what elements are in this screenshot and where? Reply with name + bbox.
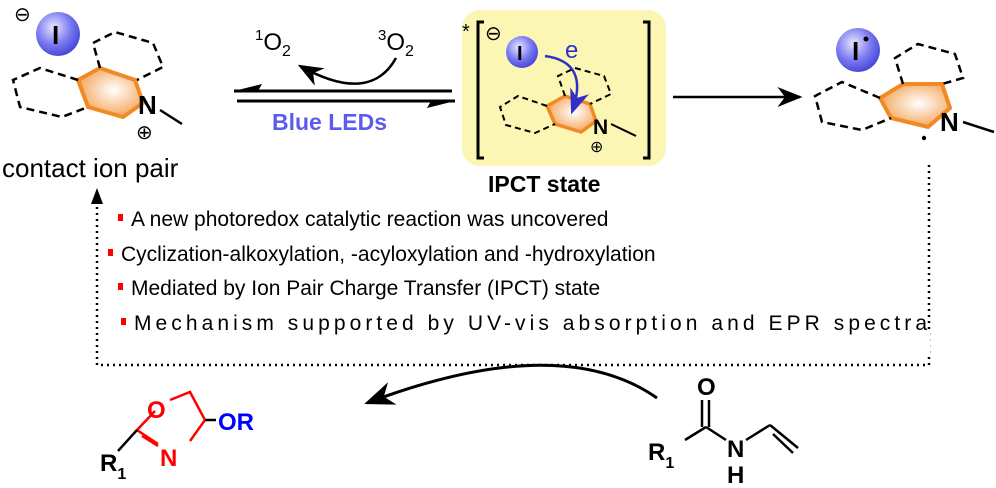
ipct-cation-charge: ⊕ [590, 139, 603, 156]
iodine-radical-sphere-icon [836, 28, 880, 72]
fused-ring-dashed [11, 66, 89, 119]
bullet-marker [118, 283, 123, 290]
amide-nitrogen: N [727, 436, 744, 463]
contact-ion-pair: I ⊖ N ⊕ contact ion pair [2, 4, 183, 183]
nitrogen-label: N [138, 90, 157, 120]
triplet-oxygen: 3O2 [378, 27, 414, 60]
cation-charge: ⊕ [136, 122, 153, 144]
singlet-oxygen: 1O2 [255, 27, 291, 60]
ipct-nitrogen-label: N [593, 116, 608, 139]
methyl-bond [159, 108, 183, 126]
cycle-arrowhead [91, 188, 103, 204]
bullet-marker [118, 214, 123, 221]
ipct-state-caption: IPCT state [488, 171, 600, 197]
ring-nitrogen: N [160, 445, 177, 472]
pyridinium-ring [75, 65, 146, 120]
radical-nitrogen-label: N [940, 107, 959, 137]
bullet-item: A new photoredox catalytic reaction was … [131, 208, 608, 231]
iodine-radical-label: I [852, 36, 859, 66]
or-group: OR [218, 409, 254, 436]
contact-ion-pair-caption: contact ion pair [2, 153, 179, 183]
blue-leds-label: Blue LEDs [272, 109, 387, 135]
anion-charge: ⊖ [14, 4, 31, 26]
carbonyl-oxygen: O [697, 374, 716, 401]
enamide-substrate: O N H R1 [648, 374, 799, 488]
oxygen-curved-arrow [297, 57, 398, 86]
electron-label: e [565, 37, 578, 64]
iodide-sphere-icon [36, 12, 80, 56]
ring-oxygen: O [147, 397, 166, 424]
iodide-sphere-icon [506, 36, 538, 68]
ipct-iodide-label: I [517, 43, 523, 65]
ipct-anion-charge: ⊖ [485, 23, 502, 45]
ipct-state: * I ⊖ N ⊕ e IPCT state [462, 10, 666, 197]
radical-species: I N [813, 28, 995, 141]
electron-transfer-arrow [544, 54, 590, 115]
bullet-item: Mediated by Ion Pair Charge Transfer (IP… [131, 277, 600, 300]
substrate-r1: R1 [648, 439, 674, 472]
excited-star: * [462, 21, 470, 43]
iodide-label: I [52, 20, 59, 50]
product-arrow [364, 363, 658, 405]
right-bracket [643, 20, 651, 160]
fused-ring-dashed [91, 30, 165, 82]
equilibrium-arrows: 1O2 3O2 Blue LEDs [234, 27, 455, 135]
left-bracket [476, 20, 484, 160]
amide-hydrogen: H [727, 462, 744, 488]
highlights-list: A new photoredox catalytic reaction was … [104, 208, 930, 354]
bullet-marker [121, 318, 126, 325]
product-r1: R1 [100, 450, 126, 483]
radical-dot [863, 36, 869, 42]
oxazoline-product: O N OR R1 [100, 390, 254, 483]
bullet-item: Cyclization-alkoxylation, -acyloxylation… [121, 243, 656, 266]
bullet-marker [108, 249, 113, 256]
carbon-radical-dot [921, 135, 927, 141]
